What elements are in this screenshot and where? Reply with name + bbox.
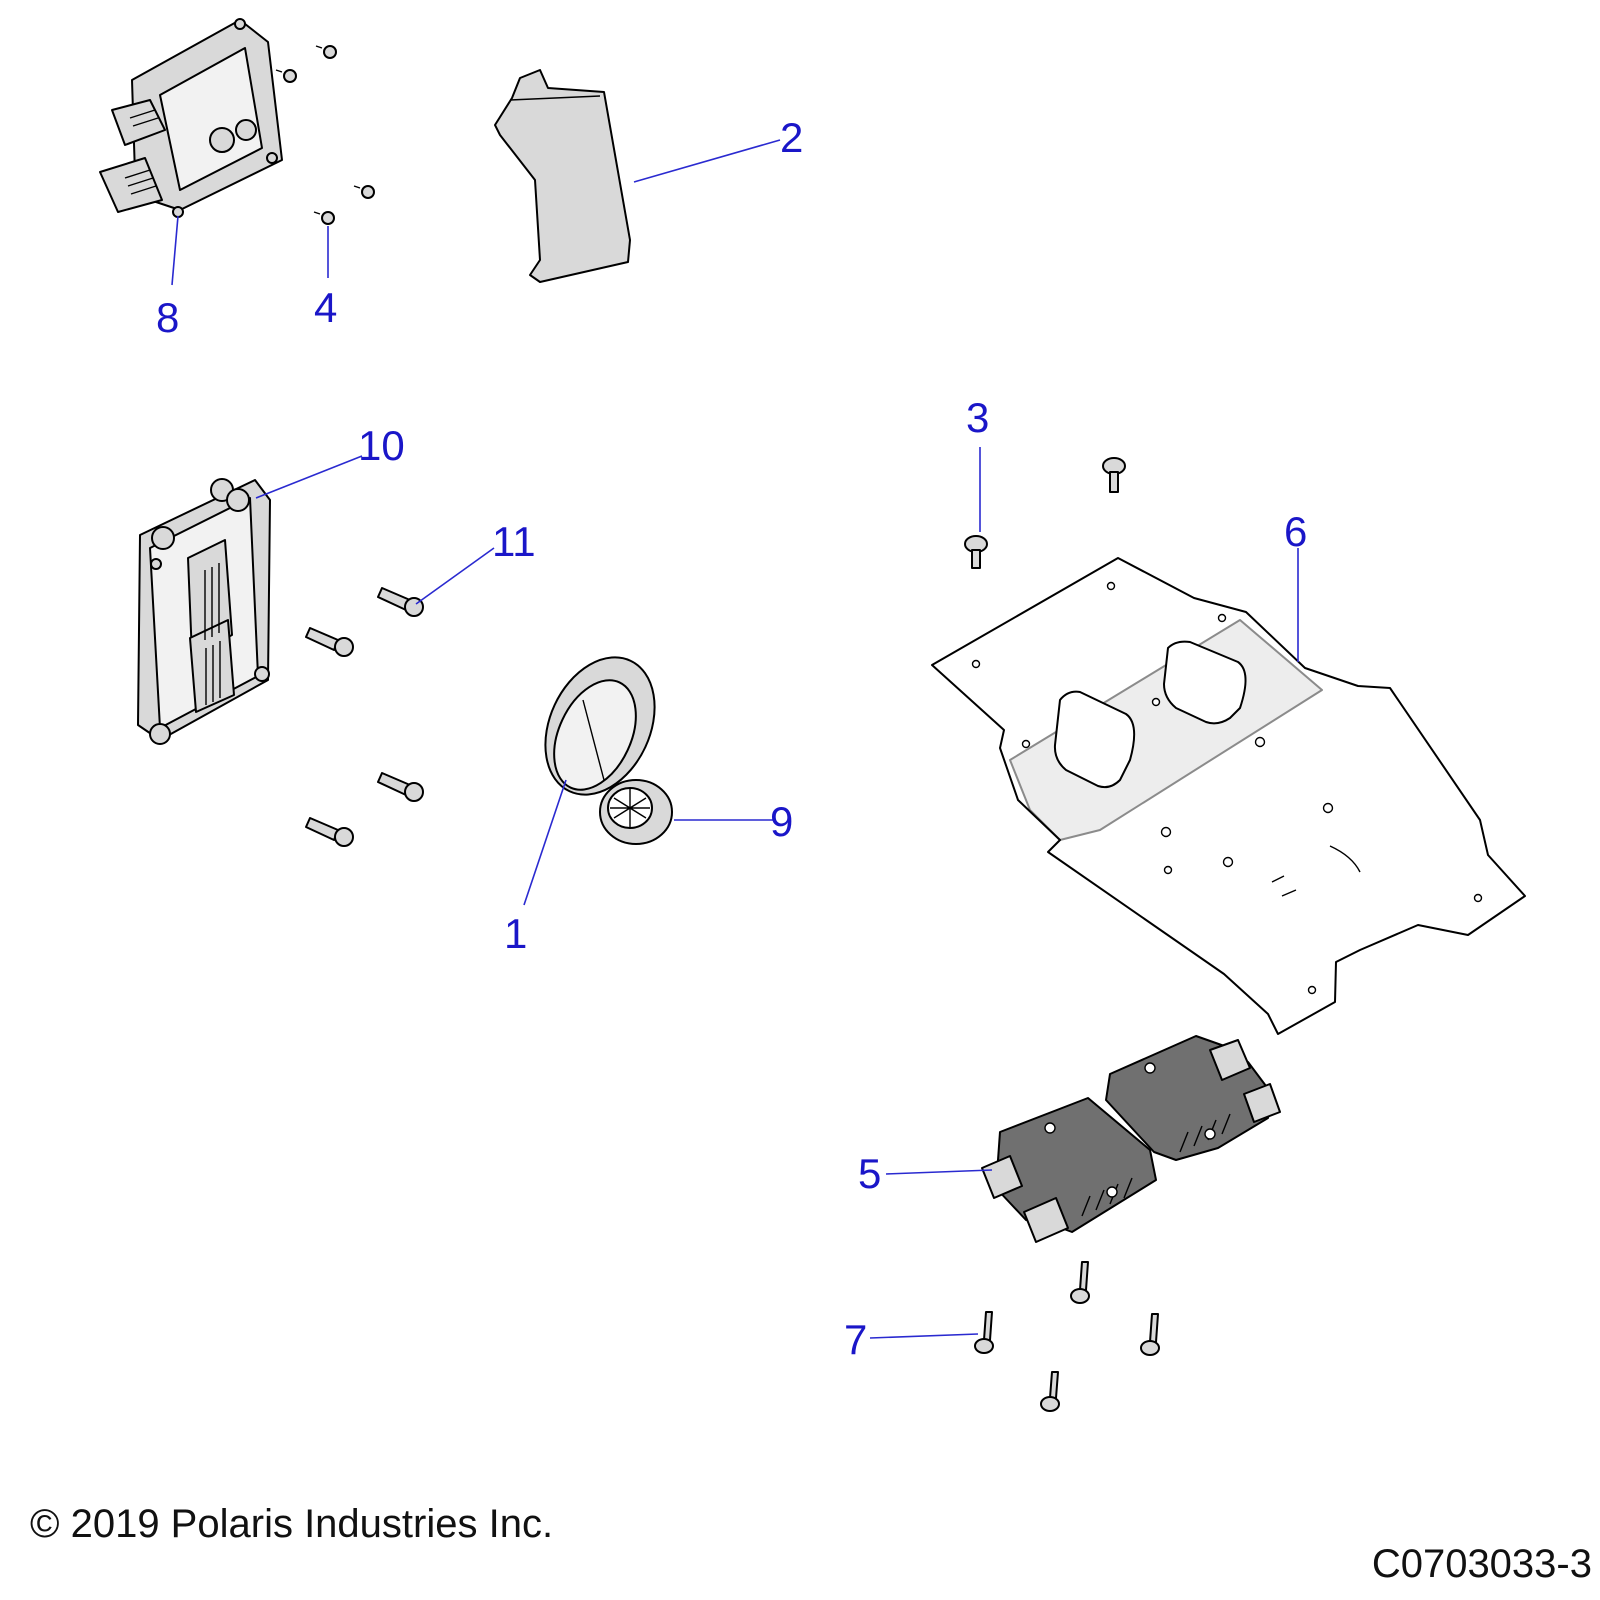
bolt: [1102, 457, 1126, 493]
screw: [313, 211, 335, 225]
callout-6: 6: [1284, 508, 1307, 555]
callout-3: 3: [966, 394, 989, 441]
callout-8: 8: [156, 294, 179, 341]
part-8-ecu-module: [99, 18, 283, 218]
part-2-shield-bracket: [494, 69, 631, 283]
callout-10: 10: [358, 422, 405, 469]
part-4-screws: [275, 45, 375, 225]
bolt: [377, 772, 424, 802]
callout-7: 7: [844, 1316, 867, 1363]
drawing-number: C0703033-3: [1371, 1542, 1592, 1586]
bolt: [305, 627, 354, 657]
screw: [1070, 1261, 1090, 1304]
bolt: [964, 535, 988, 569]
part-3-bolts: [964, 457, 1126, 569]
leader-line-11: [415, 547, 495, 605]
bolt: [377, 587, 424, 617]
screw: [1140, 1313, 1160, 1356]
part-11-bolts: [305, 587, 424, 847]
callout-2: 2: [780, 114, 803, 161]
leader-line-5: [885, 1169, 993, 1175]
callout-9: 9: [770, 798, 793, 845]
leader-line-10: [255, 455, 363, 499]
screw: [275, 69, 297, 83]
screw: [315, 45, 337, 59]
callout-5: 5: [858, 1150, 881, 1197]
part-6-mounting-plate: [931, 557, 1526, 1035]
screw: [353, 185, 375, 199]
part-1-grommet: [544, 656, 656, 796]
leader-line-7: [869, 1333, 979, 1339]
part-10-ecu-module: [137, 478, 271, 745]
bolt: [305, 817, 354, 847]
leader-line-1: [523, 779, 567, 906]
callout-4: 4: [314, 284, 337, 331]
part-7-screws: [974, 1261, 1160, 1412]
screw: [974, 1311, 994, 1354]
leader-line-8: [171, 215, 179, 286]
callout-11: 11: [492, 518, 536, 565]
callouts: 1 2 3 4 5 6 7 8 9 10 11: [156, 114, 1307, 1363]
leader-line-2: [633, 139, 781, 183]
leader-lines: [171, 139, 1299, 1339]
part-5-modules: [981, 1035, 1281, 1243]
copyright-notice: © 2019 Polaris Industries Inc.: [30, 1502, 554, 1546]
callout-1: 1: [504, 910, 527, 957]
part-9-small-grommet: [599, 779, 673, 845]
screw: [1040, 1371, 1060, 1412]
